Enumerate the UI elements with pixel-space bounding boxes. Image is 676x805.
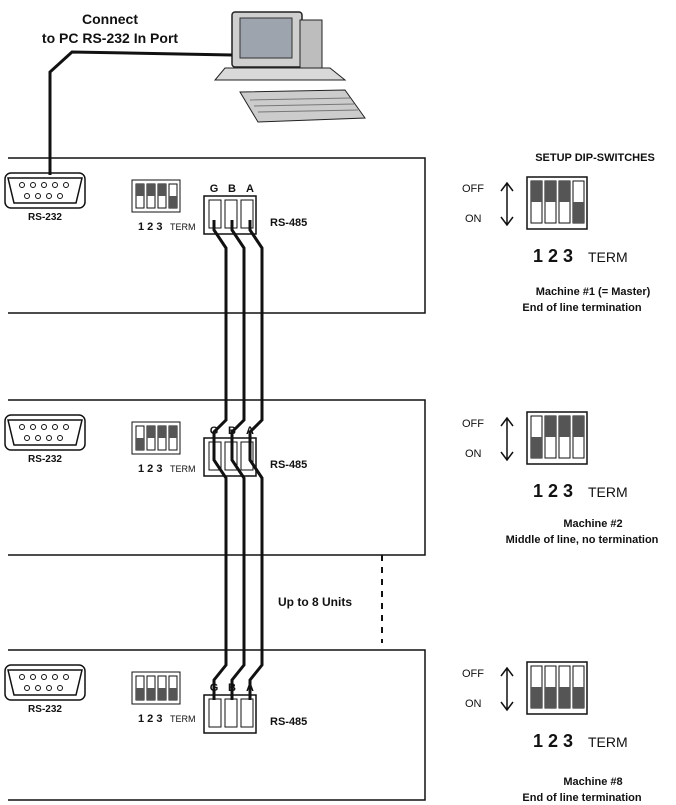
unit-box xyxy=(8,157,426,314)
setup-dip-numbers: 1 2 3 xyxy=(533,246,573,266)
connect-label-line1: Connect xyxy=(82,11,138,27)
dip-lever xyxy=(573,687,584,708)
dip-lever xyxy=(559,416,570,437)
terminal-b-label: B xyxy=(228,183,236,195)
terminal-g-label: G xyxy=(210,183,219,195)
rs485-label: RS-485 xyxy=(270,217,307,229)
rs232-connector-icon xyxy=(4,172,86,209)
unit-dip-switch xyxy=(131,421,181,455)
machine-caption-detail: Middle of line, no termination xyxy=(506,534,659,546)
unit-dip-switch xyxy=(131,671,181,705)
updown-arrow-icon xyxy=(500,416,514,462)
updown-arrow-icon xyxy=(500,181,514,227)
rs232-label: RS-232 xyxy=(28,704,62,715)
rs485-wire xyxy=(212,220,228,700)
pc-cable xyxy=(48,50,233,175)
unit-dip-term: TERM xyxy=(170,464,196,474)
off-label: OFF xyxy=(462,668,484,680)
setup-dip-term: TERM xyxy=(588,484,628,500)
unit-box xyxy=(8,399,426,556)
unit-dip-numbers: 1 2 3 xyxy=(138,463,162,475)
dip-lever xyxy=(573,416,584,437)
unit-dip-switch xyxy=(131,179,181,213)
machine-caption-title: Machine #2 xyxy=(563,518,622,530)
setup-dip-numbers: 1 2 3 xyxy=(533,481,573,501)
machine-caption-title: Machine #1 (= Master) xyxy=(536,286,651,298)
pc-computer-icon xyxy=(213,11,366,123)
rs485-cables xyxy=(212,220,264,700)
setup-dip-term: TERM xyxy=(588,734,628,750)
unit-box xyxy=(8,649,426,801)
off-label: OFF xyxy=(462,183,484,195)
rs232-connector-icon xyxy=(4,664,86,701)
dip-lever xyxy=(531,437,542,458)
rs485-label: RS-485 xyxy=(270,716,307,728)
dip-lever xyxy=(545,181,556,202)
unit-dip-numbers: 1 2 3 xyxy=(138,713,162,725)
off-label: OFF xyxy=(462,418,484,430)
connect-label-line2: to PC RS-232 In Port xyxy=(42,30,178,46)
updown-arrow-icon xyxy=(500,666,514,712)
dip-lever xyxy=(573,202,584,223)
rs485-terminal xyxy=(203,437,257,477)
setup-dip-numbers: 1 2 3 xyxy=(533,731,573,751)
on-label: ON xyxy=(465,448,482,460)
dip-lever xyxy=(545,416,556,437)
on-label: ON xyxy=(465,698,482,710)
setup-panel-2: OFF ON 1 2 3 TERM Machine #2 Middle of line, … xyxy=(462,411,659,546)
dip-lever xyxy=(531,181,542,202)
setup-panel-3: OFF ON 1 2 3 TERM Machine #8 End of line term… xyxy=(462,661,642,804)
rs485-label: RS-485 xyxy=(270,459,307,471)
machine-caption-detail: End of line termination xyxy=(522,302,641,314)
rs485-wire xyxy=(248,220,264,700)
setup-panel-1: OFF ON 1 2 3 TERM Machine #1 (= Master) End o… xyxy=(462,176,651,314)
rs232-label: RS-232 xyxy=(28,212,62,223)
unit-dip-numbers: 1 2 3 xyxy=(138,221,162,233)
machine-caption-title: Machine #8 xyxy=(563,776,622,788)
dip-lever xyxy=(559,687,570,708)
rs232-connector-icon xyxy=(4,414,86,451)
rs485-terminal xyxy=(203,694,257,734)
machine-caption-detail: End of line termination xyxy=(522,792,641,804)
setup-dip-switches-title: SETUP DIP-SWITCHES xyxy=(535,152,655,164)
dip-lever xyxy=(531,687,542,708)
rs485-wire xyxy=(230,220,246,700)
rs232-label: RS-232 xyxy=(28,454,62,465)
setup-dip-term: TERM xyxy=(588,249,628,265)
up-to-8-units-label: Up to 8 Units xyxy=(278,595,352,609)
rs485-terminal xyxy=(203,195,257,235)
terminal-a-label: A xyxy=(246,183,254,195)
on-label: ON xyxy=(465,213,482,225)
dip-lever xyxy=(545,687,556,708)
unit-dip-term: TERM xyxy=(170,714,196,724)
unit-dip-term: TERM xyxy=(170,222,196,232)
dip-lever xyxy=(559,181,570,202)
